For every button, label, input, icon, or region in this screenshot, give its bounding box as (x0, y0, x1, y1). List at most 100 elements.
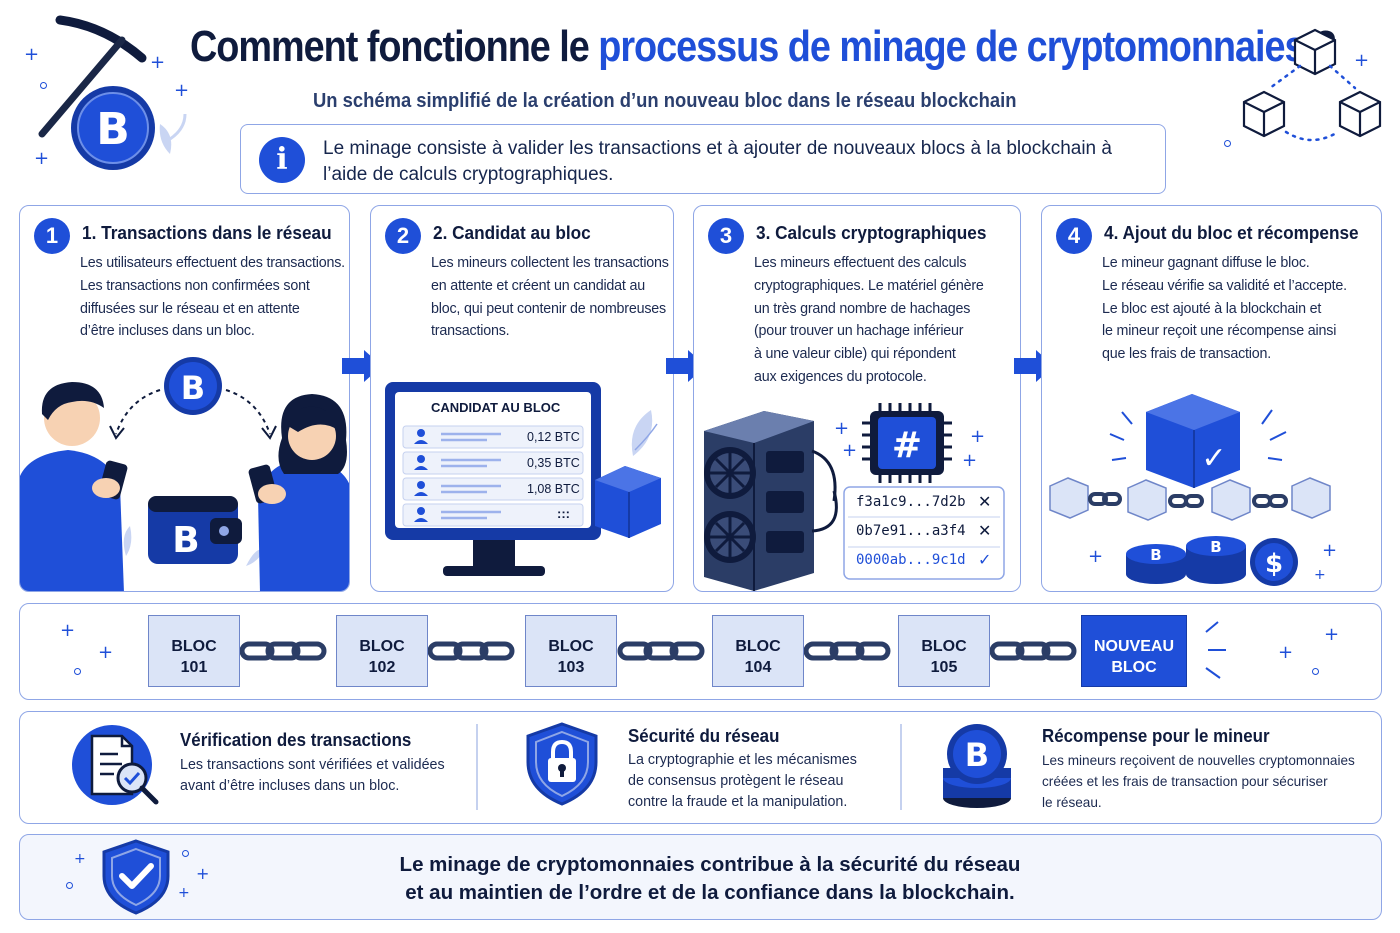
bitcoin-coins-stack-icon: B (943, 724, 1011, 808)
benefit-title: Sécurité du réseau (628, 726, 780, 746)
description-line: créées et les frais de transaction pour … (1042, 774, 1328, 789)
shield-check-icon (102, 839, 170, 915)
pickaxe-bitcoin-illustration: B (38, 15, 187, 170)
sparkle-icon: + (1324, 624, 1340, 645)
circle-dot-icon (74, 668, 81, 675)
description-line: Le bloc est ajouté à la blockchain et (1102, 300, 1322, 317)
screen-title: CANDIDAT AU BLOC (431, 400, 561, 415)
block-label: BLOC (735, 638, 781, 655)
hash-value-valid: 0000ab...9c1d (856, 552, 966, 568)
check-icon: ✓ (1201, 441, 1226, 476)
hash-value: f3a1c9...7d2b (856, 494, 966, 510)
circle-dot-icon (1312, 668, 1319, 675)
sparkle-icon: + (150, 52, 166, 73)
benefit-description: Les mineurs reçoivent de nouvelles crypt… (1042, 750, 1377, 813)
sparkle-icon: + (1314, 567, 1326, 583)
description-line: Les mineurs reçoivent de nouvelles crypt… (1042, 753, 1355, 768)
step-title: 3. Calculs cryptographiques (756, 222, 987, 243)
description-line: à une valeur cible) qui répondent (754, 346, 956, 363)
sparkle-icon: + (24, 44, 40, 65)
step-number-badge: 2 (385, 218, 421, 254)
step-description: Le mineur gagnant diffuse le bloc. Le ré… (1102, 252, 1377, 366)
transaction-amount: 1,08 BTC (527, 482, 580, 496)
transaction-amount: 0,12 BTC (527, 430, 580, 444)
benefit-description: La cryptographie et les mécanismes de co… (628, 750, 890, 813)
step-description: Les mineurs collectent les transactions … (431, 252, 671, 343)
step-number-badge: 3 (708, 218, 744, 254)
description-line: Les transactions non confirmées sont (80, 277, 310, 294)
block-number: 105 (930, 659, 958, 676)
description-line: contre la fraude et la manipulation. (628, 794, 848, 810)
block-number: 101 (180, 659, 208, 676)
sparkle-icon: + (962, 450, 978, 471)
bitcoin-icon: B (96, 104, 130, 155)
description-line: d’être incluses dans un bloc. (80, 323, 255, 340)
conclusion-line: Le minage de cryptomonnaies contribue à … (399, 853, 1021, 876)
description-line: Les transactions sont vérifiées et valid… (180, 757, 445, 773)
hash-rejected-icon: ✕ (978, 494, 992, 511)
bitcoin-icon: B (172, 520, 199, 561)
bitcoin-icon: B (1150, 546, 1161, 564)
description-line: La cryptographie et les mécanismes (628, 752, 857, 768)
sparkle-icon: + (1088, 546, 1104, 567)
conclusion-text: Le minage de cryptomonnaies contribue à … (360, 851, 1060, 907)
description-line: transactions. (431, 323, 510, 340)
description-line: un très grand nombre de hachages (754, 300, 971, 317)
conclusion-banner: Le minage de cryptomonnaies contribue à … (19, 834, 1382, 920)
page-subtitle: Un schéma simplifié de la création d’un … (313, 90, 1017, 112)
step-description: Les mineurs effectuent des calculs crypt… (754, 252, 1019, 389)
conclusion-line: et au maintien de l’ordre et de la confi… (405, 881, 1015, 904)
sparkle-icon: + (834, 418, 850, 439)
benefit-description: Les transactions sont vérifiées et valid… (180, 755, 470, 797)
description-line: Les mineurs collectent les transactions (431, 255, 669, 271)
description-line: aux exigences du protocole. (754, 368, 927, 385)
description-line: le réseau. (1042, 795, 1102, 810)
page-title: Comment fonctionne le processus de minag… (190, 22, 1337, 72)
description-line: avant d’être incluses dans un bloc. (180, 778, 400, 794)
block-candidate-monitor-illustration (385, 382, 661, 576)
sparkle-icon: + (1322, 540, 1338, 561)
circle-dot-icon (66, 882, 73, 889)
step-title: 4. Ajout du bloc et récompense (1104, 222, 1359, 243)
step-title: 1. Transactions dans le réseau (82, 222, 332, 243)
blockchain-cubes-illustration (1242, 28, 1382, 142)
description-line: Le réseau vérifie sa validité et l’accep… (1102, 277, 1347, 294)
sparkle-icon: + (842, 440, 858, 461)
step-number-badge: 1 (34, 218, 70, 254)
bitcoin-icon: B (965, 736, 989, 774)
dollar-icon: $ (1265, 549, 1283, 579)
hash-rejected-icon: ✕ (978, 523, 992, 540)
users-exchanging-bitcoin-illustration: B B (20, 357, 349, 591)
block-number: 104 (744, 659, 772, 676)
step-4-card: 4 4. Ajout du bloc et récompense Le mine… (1041, 205, 1382, 592)
block-number: 102 (368, 659, 396, 676)
description-line: (pour trouver un hachage inférieur (754, 323, 964, 340)
hash-icon: # (892, 425, 922, 466)
intro-info-box: i Le minage consiste à valider les trans… (240, 124, 1166, 194)
description-line: Les utilisateurs effectuent des transact… (80, 255, 345, 271)
benefit-title: Récompense pour le mineur (1042, 726, 1270, 746)
description-line: en attente et créent un candidat au (431, 277, 645, 294)
block-reward-illustration: ✓ B B $ (1049, 394, 1331, 586)
circle-dot-icon (1224, 140, 1231, 147)
description-line: diffusées sur le réseau et en attente (80, 300, 300, 317)
sparkle-icon: + (178, 885, 190, 901)
mining-rig-illustration: # (704, 403, 1005, 591)
sparkle-icon: + (970, 426, 986, 447)
description-line: bloc, qui peut contenir de nombreuses (431, 300, 667, 317)
more-transactions-indicator: ::: (557, 506, 570, 521)
step-1-card: 1 1. Transactions dans le réseau Les uti… (19, 205, 350, 592)
description-line: que les frais de transaction. (1102, 346, 1272, 363)
chain-links (239, 621, 1226, 679)
step-description: Les utilisateurs effectuent des transact… (80, 252, 349, 343)
info-icon: i (259, 137, 305, 183)
sparkle-icon: + (174, 80, 190, 101)
description-line: le mineur reçoit une récompense ainsi (1102, 323, 1337, 340)
bitcoin-icon: B (181, 369, 205, 407)
block-label: BLOC (171, 638, 217, 655)
chain-block: BLOC 101 (148, 615, 240, 687)
transaction-amount: 0,35 BTC (527, 456, 580, 470)
